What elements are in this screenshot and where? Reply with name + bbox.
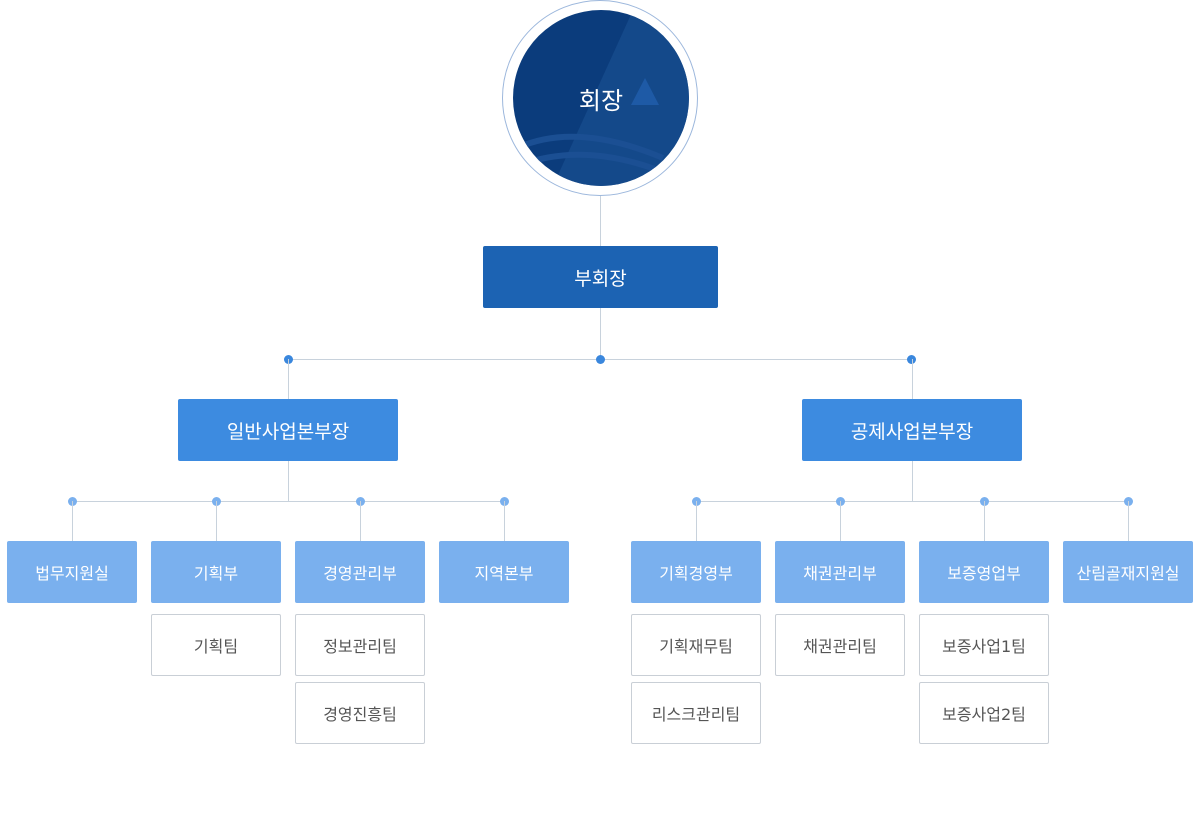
connector-dept — [984, 501, 985, 541]
connector-bus-division-2 — [912, 359, 913, 399]
connector-division-2-dept-bus — [696, 501, 1128, 502]
team-guarantee-business-1[interactable]: 보증사업1팀 — [919, 614, 1049, 676]
connector-dept — [696, 501, 697, 541]
vice-chairman-node[interactable]: 부회장 — [483, 246, 718, 308]
connector-dept — [216, 501, 217, 541]
division-general-node[interactable]: 일반사업본부장 — [178, 399, 398, 461]
connector-dot — [907, 355, 916, 364]
dept-legal-support[interactable]: 법무지원실 — [7, 541, 137, 603]
chairman-label: 회장 — [578, 86, 624, 115]
connector-dept — [1128, 501, 1129, 541]
connector-division-2-bus — [912, 461, 913, 501]
connector-dot — [596, 355, 605, 364]
chairman-node[interactable]: 회장 — [513, 10, 689, 186]
connector-division-1-dept-bus — [72, 501, 504, 502]
connector-dept — [504, 501, 505, 541]
team-planning[interactable]: 기획팀 — [151, 614, 281, 676]
connector-vice-bus — [600, 308, 601, 359]
dept-guarantee-sales[interactable]: 보증영업부 — [919, 541, 1049, 603]
team-info-management[interactable]: 정보관리팀 — [295, 614, 425, 676]
team-credit-management[interactable]: 채권관리팀 — [775, 614, 905, 676]
team-guarantee-business-2[interactable]: 보증사업2팀 — [919, 682, 1049, 744]
division-mutual-aid-node[interactable]: 공제사업본부장 — [802, 399, 1022, 461]
team-management-promotion[interactable]: 경영진흥팀 — [295, 682, 425, 744]
connector-division-1-bus — [288, 461, 289, 501]
dept-credit-management[interactable]: 채권관리부 — [775, 541, 905, 603]
connector-bus-division-1 — [288, 359, 289, 399]
connector-chairman-vice — [600, 196, 601, 246]
team-risk-management[interactable]: 리스크관리팀 — [631, 682, 761, 744]
dept-planning[interactable]: 기획부 — [151, 541, 281, 603]
team-planning-finance[interactable]: 기획재무팀 — [631, 614, 761, 676]
dept-management[interactable]: 경영관리부 — [295, 541, 425, 603]
mountain-wave-emblem-icon — [513, 10, 689, 186]
connector-dept — [840, 501, 841, 541]
dept-regional-hq[interactable]: 지역본부 — [439, 541, 569, 603]
connector-dept — [360, 501, 361, 541]
dept-forest-aggregate-support[interactable]: 산림골재지원실 — [1063, 541, 1193, 603]
connector-dept — [72, 501, 73, 541]
dept-planning-management[interactable]: 기획경영부 — [631, 541, 761, 603]
